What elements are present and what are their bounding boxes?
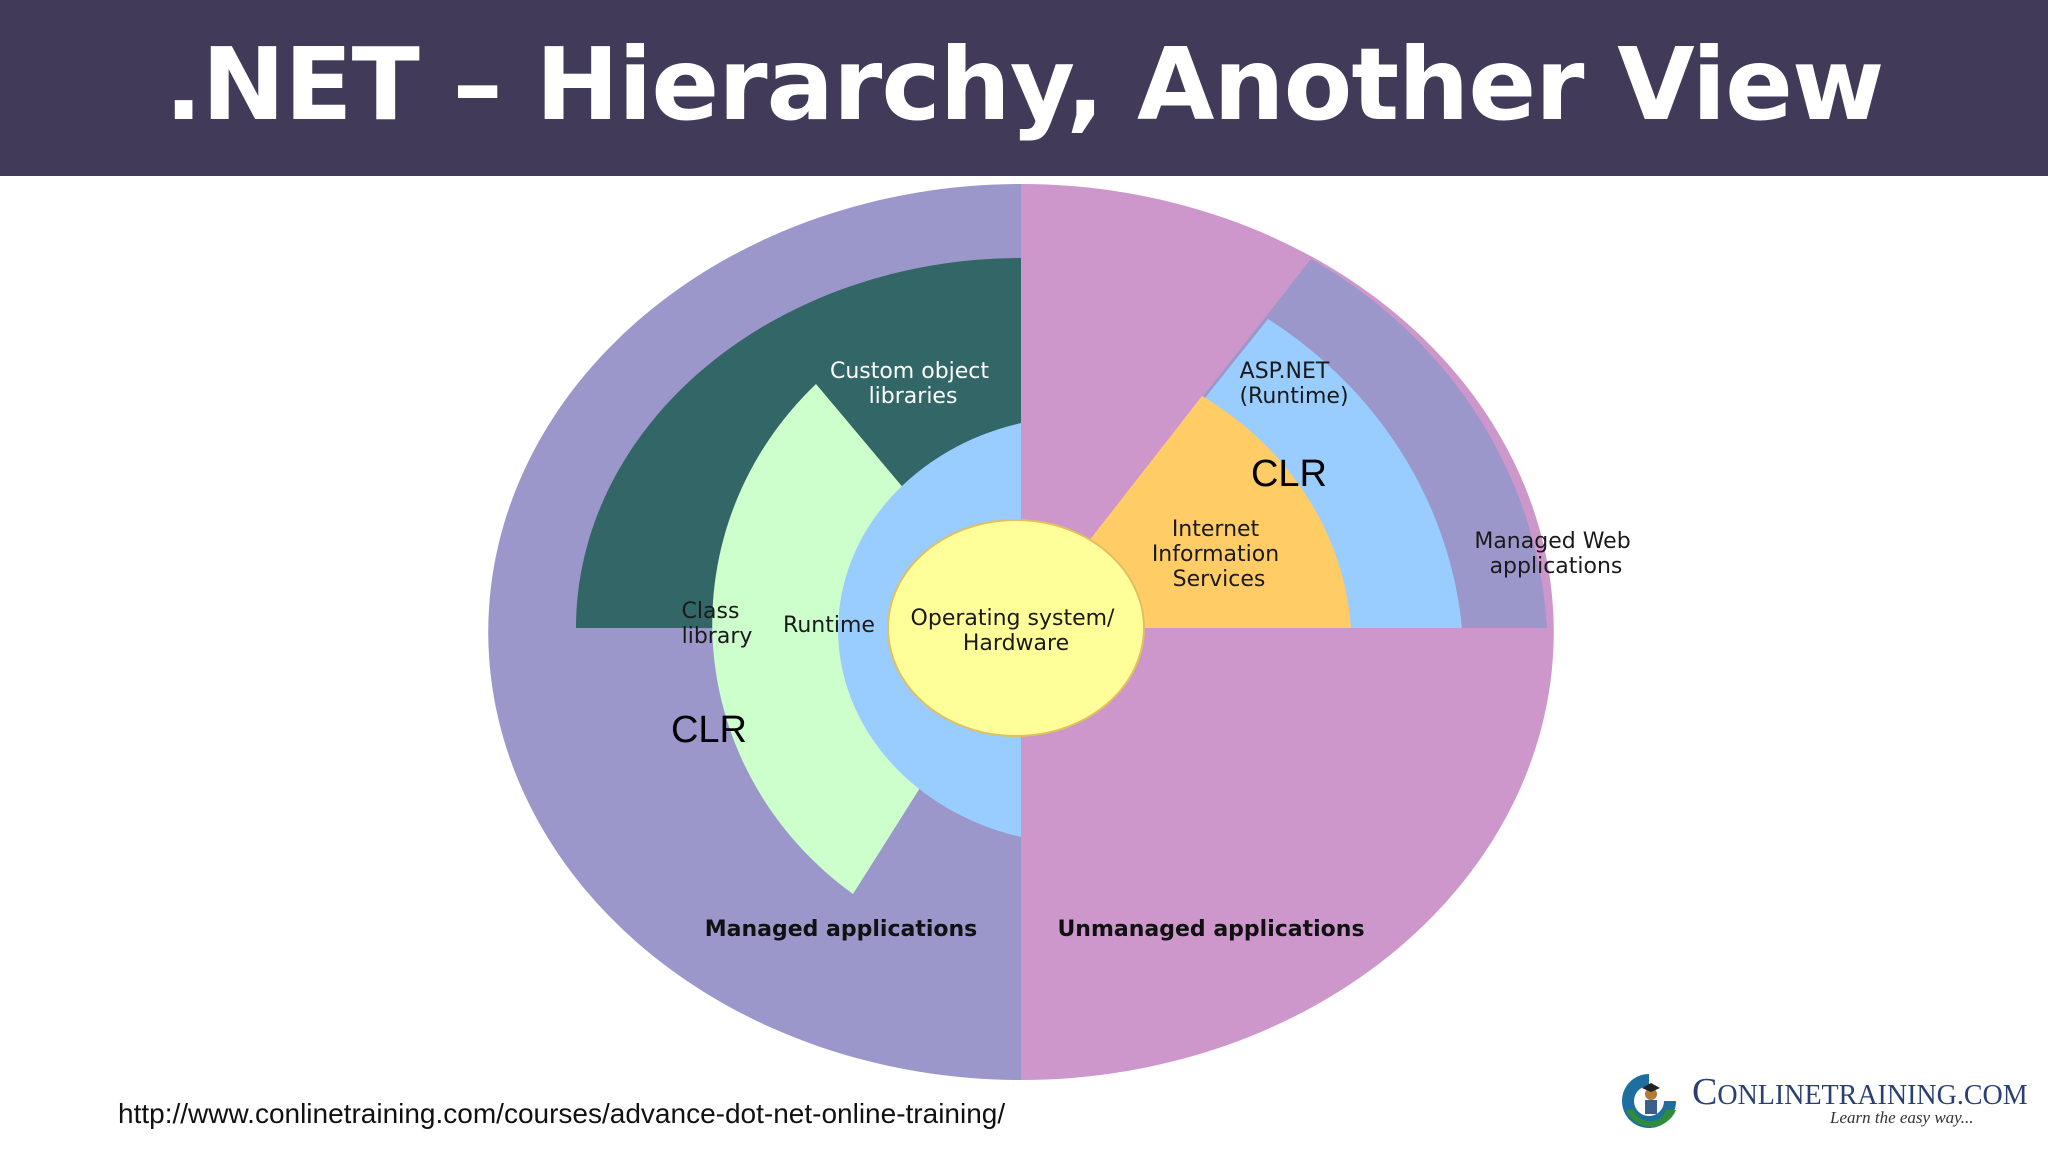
class-library-label: Class library <box>682 599 753 649</box>
unmanaged-applications-label: Unmanaged applications <box>1057 917 1364 942</box>
graduate-globe-icon <box>1622 1074 1676 1128</box>
logo-tagline: Learn the easy way... <box>1830 1108 1974 1127</box>
course-url[interactable]: http://www.conlinetraining.com/courses/a… <box>118 1098 1006 1129</box>
custom-object-libraries-label: Custom object libraries <box>830 359 996 409</box>
asp-net-label: ASP.NET (Runtime) <box>1239 359 1348 409</box>
runtime-label: Runtime <box>783 613 875 638</box>
unmanaged-lower-quadrant <box>1021 628 1547 1070</box>
iis-label: Internet Information Services <box>1152 517 1286 592</box>
clr-label-left: CLR <box>671 709 747 751</box>
managed-applications-label: Managed applications <box>705 917 978 942</box>
clr-label-right: CLR <box>1251 453 1327 495</box>
title-bar: .NET – Hierarchy, Another View <box>0 0 2048 176</box>
operating-system-core <box>887 519 1145 737</box>
slide-title: .NET – Hierarchy, Another View <box>164 25 1885 143</box>
managed-web-applications-label: Managed Web applications <box>1474 529 1637 579</box>
conlinetraining-logo: CONLINETRAINING.COM Learn the easy way..… <box>1618 1062 2028 1136</box>
logo-name: CONLINETRAINING.COM <box>1692 1071 2028 1113</box>
hierarchy-diagram: Custom object libraries Class library Ru… <box>0 176 2048 1096</box>
operating-system-label: Operating system/ Hardware <box>911 606 1122 656</box>
